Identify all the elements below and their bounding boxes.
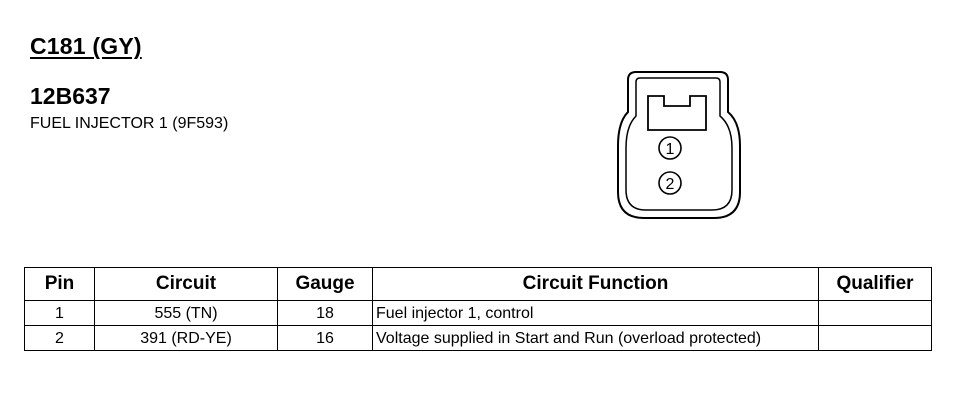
table-row: 1 555 (TN) 18 Fuel injector 1, control (24, 300, 932, 326)
cell-pin: 1 (24, 300, 95, 326)
pin-2-marker (658, 171, 682, 195)
cell-circuit-function: Voltage supplied in Start and Run (overl… (372, 325, 819, 351)
locking-tab (647, 95, 707, 131)
pinout-table: Pin Circuit Gauge Circuit Function Quali… (24, 267, 932, 351)
connector-outer-shell (617, 71, 741, 219)
table-header-row: Pin Circuit Gauge Circuit Function Quali… (24, 267, 932, 301)
cell-gauge: 16 (277, 325, 373, 351)
table-row: 2 391 (RD-YE) 16 Voltage supplied in Sta… (24, 325, 932, 351)
pin-2-label: 2 (666, 176, 675, 193)
cell-pin: 2 (24, 325, 95, 351)
cell-gauge: 18 (277, 300, 373, 326)
column-header-circuit-function: Circuit Function (372, 267, 819, 301)
pin-1-label: 1 (666, 141, 675, 158)
pin-1-marker (658, 136, 682, 160)
connector-face-diagram: 1 2 (617, 71, 741, 219)
column-header-pin: Pin (24, 267, 95, 301)
cell-qualifier (818, 300, 932, 326)
connector-inner-shell (625, 77, 733, 211)
cell-circuit: 391 (RD-YE) (94, 325, 278, 351)
cell-qualifier (818, 325, 932, 351)
cell-circuit-function: Fuel injector 1, control (372, 300, 819, 326)
connector-id-title: C181 (GY) (30, 33, 142, 59)
column-header-circuit: Circuit (94, 267, 278, 301)
part-number: 12B637 (30, 83, 111, 109)
column-header-gauge: Gauge (277, 267, 373, 301)
column-header-qualifier: Qualifier (818, 267, 932, 301)
component-name: FUEL INJECTOR 1 (9F593) (30, 115, 229, 132)
cell-circuit: 555 (TN) (94, 300, 278, 326)
